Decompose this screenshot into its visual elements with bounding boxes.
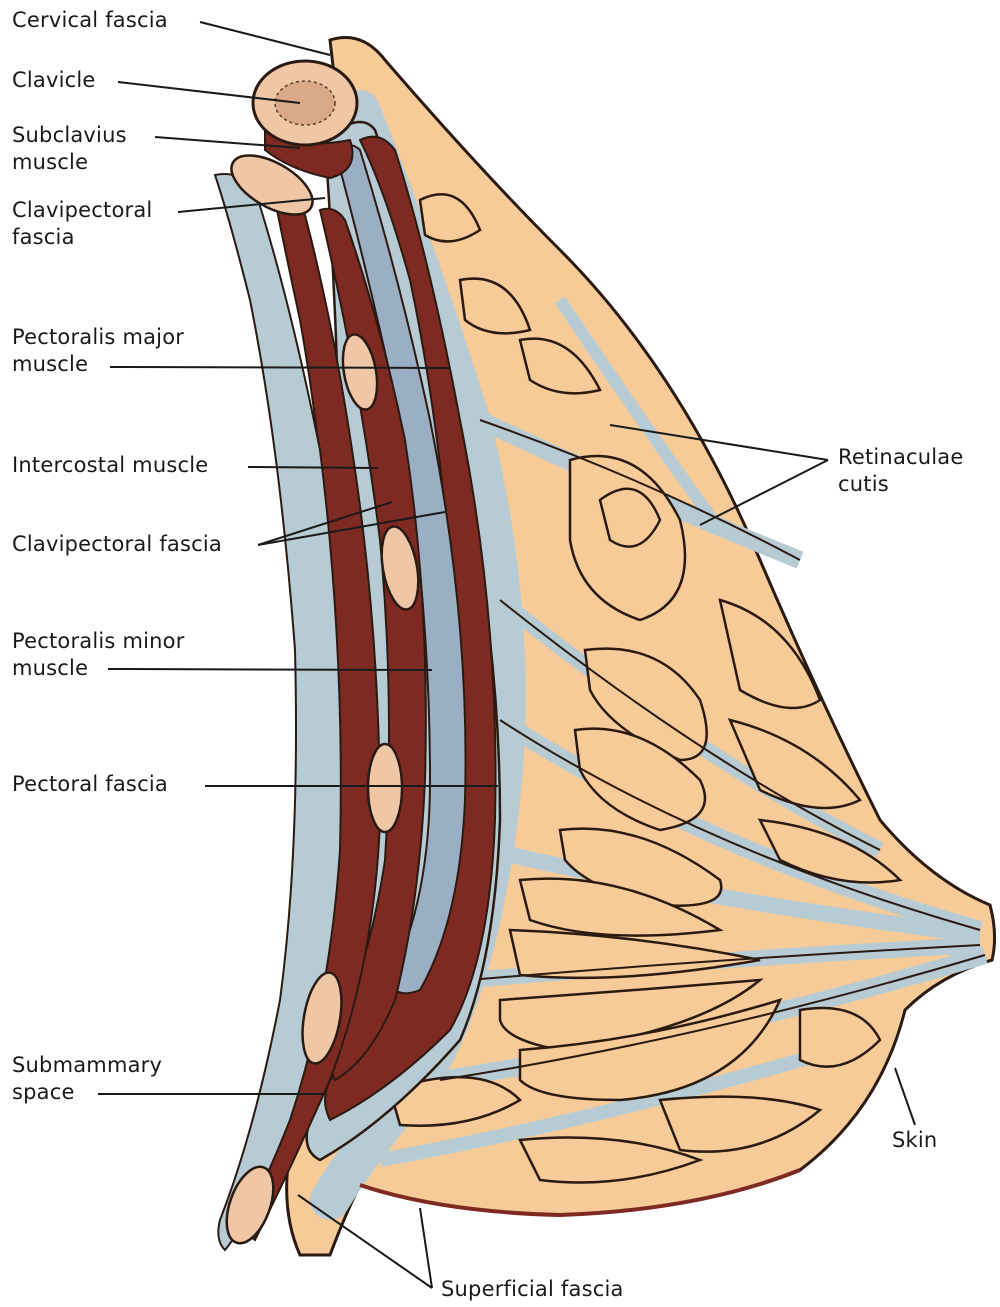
label-subclavius-line1: Subclavius: [12, 122, 127, 149]
label-pectoral-fascia: Pectoral fascia: [12, 771, 168, 798]
label-pectoralis-major-line1: Pectoralis major: [12, 324, 184, 351]
label-pectoralis-minor-line2: muscle: [12, 655, 88, 682]
label-pectoralis-minor-line1: Pectoralis minor: [12, 628, 185, 655]
leader-pectoralis-major: [110, 367, 450, 368]
label-submammary-line1: Submammary: [12, 1052, 162, 1079]
label-clavicle: Clavicle: [12, 67, 96, 94]
label-intercostal-muscle: Intercostal muscle: [12, 452, 208, 479]
label-superficial-fascia: Superficial fascia: [441, 1276, 624, 1303]
label-submammary-line2: space: [12, 1079, 75, 1106]
label-subclavius-line2: muscle: [12, 149, 88, 176]
clavicle-marrow: [275, 81, 335, 125]
leader-pectoralis-minor: [108, 669, 432, 670]
label-skin: Skin: [892, 1127, 937, 1154]
leader-intercostal: [248, 467, 378, 468]
rib: [368, 744, 402, 832]
label-retinaculae-line2: cutis: [838, 471, 889, 498]
leader-cervical-fascia: [200, 22, 330, 55]
label-pectoralis-major-line2: muscle: [12, 351, 88, 378]
label-retinaculae-line1: Retinaculae: [838, 444, 964, 471]
label-clavipectoral-upper-line1: Clavipectoral: [12, 197, 152, 224]
leader-superficial-b: [420, 1208, 432, 1288]
label-cervical-fascia: Cervical fascia: [12, 7, 168, 34]
leader-skin: [895, 1068, 915, 1125]
label-clavipectoral-fascia: Clavipectoral fascia: [12, 531, 222, 558]
label-clavipectoral-upper-line2: fascia: [12, 224, 75, 251]
